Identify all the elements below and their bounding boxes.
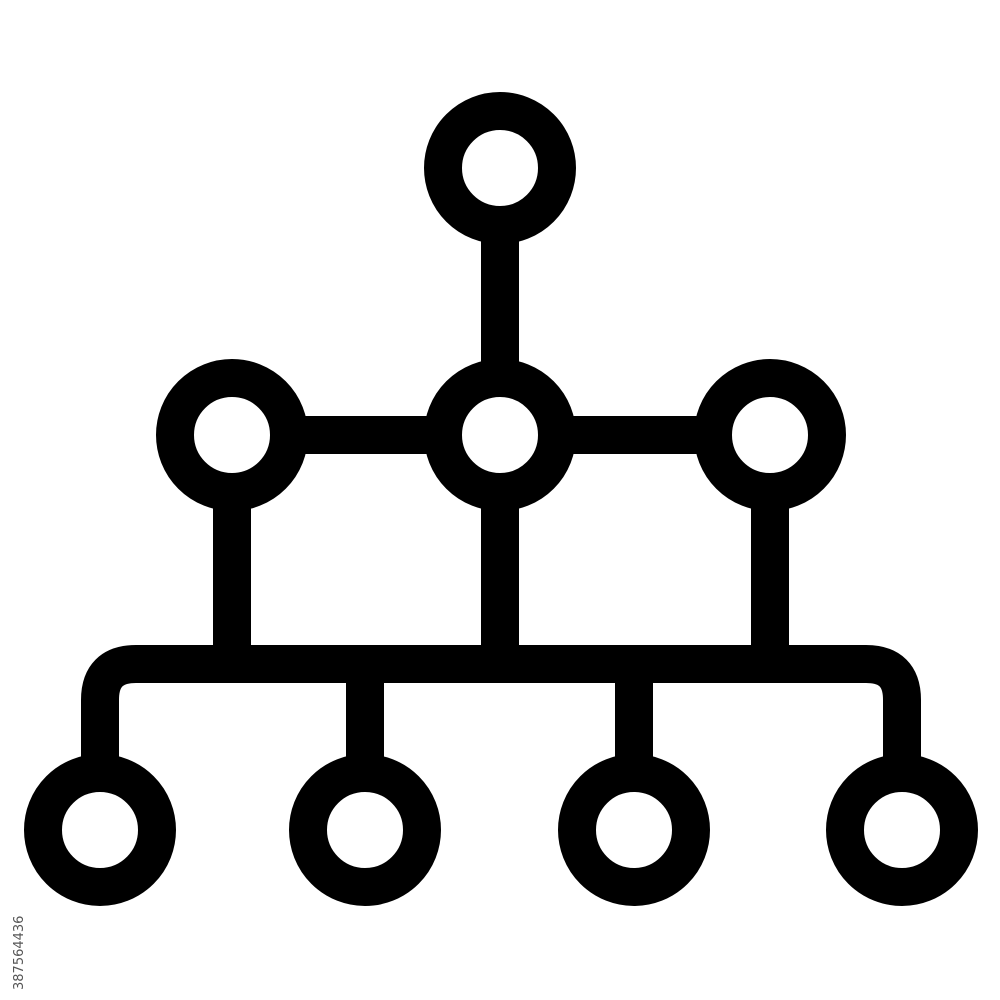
leaf-node-4 [826,754,978,906]
leaf-node-3 [558,754,710,906]
stock-id-label: 387564436 [12,915,27,990]
root-node [424,92,576,244]
leaf-node-2 [289,754,441,906]
middle-node-right [694,359,846,511]
bottom-bus-line [81,645,921,777]
middle-node-left [156,359,308,511]
middle-node-center [424,359,576,511]
leaf-node-1 [24,754,176,906]
